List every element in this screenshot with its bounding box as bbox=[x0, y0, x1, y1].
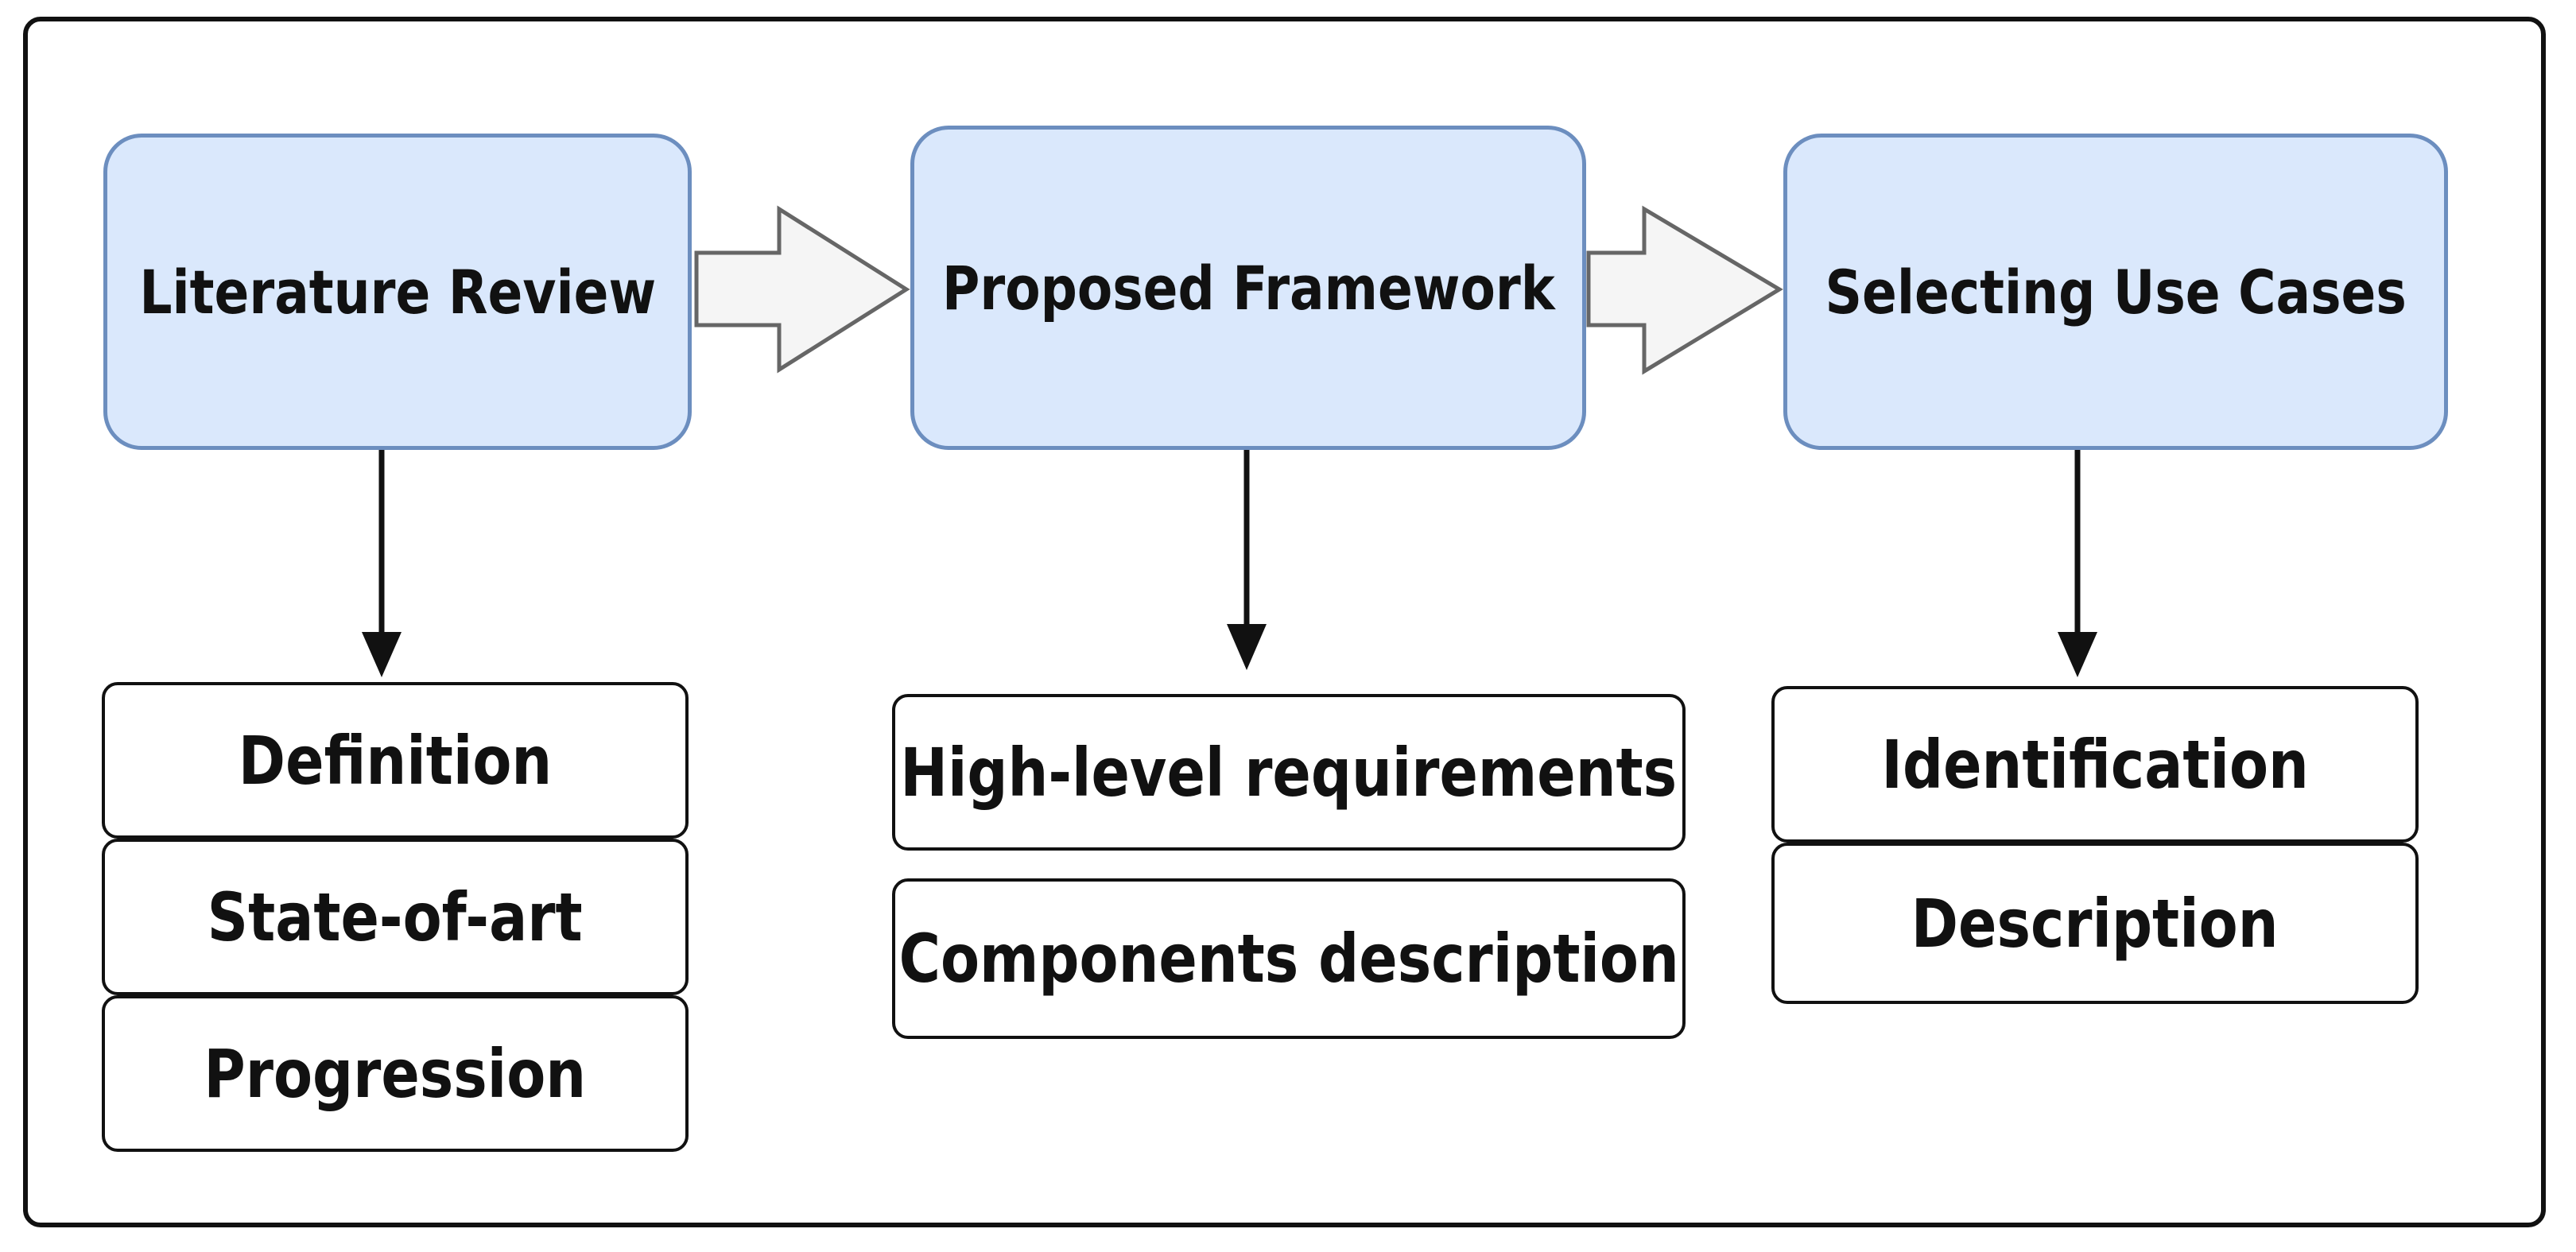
stage-selecting-use-cases-label: Selecting Use Cases bbox=[1825, 256, 2407, 328]
literature-item-definition-label: Definition bbox=[238, 721, 553, 800]
stage-literature-review-label: Literature Review bbox=[139, 256, 656, 328]
framework-item-components-description: Components description bbox=[892, 878, 1686, 1039]
literature-item-state-of-art-label: State-of-art bbox=[208, 878, 583, 956]
literature-item-progression: Progression bbox=[102, 995, 689, 1152]
framework-item-components-description-label: Components description bbox=[898, 920, 1679, 998]
stage-literature-review: Literature Review bbox=[103, 134, 692, 450]
framework-item-high-level-requirements-label: High-level requirements bbox=[900, 733, 1678, 812]
literature-item-progression-label: Progression bbox=[204, 1034, 587, 1113]
stage-proposed-framework-label: Proposed Framework bbox=[941, 252, 1555, 324]
use-cases-item-identification-label: Identification bbox=[1881, 725, 2309, 804]
framework-item-high-level-requirements: High-level requirements bbox=[892, 694, 1686, 851]
literature-item-definition: Definition bbox=[102, 682, 689, 839]
use-cases-item-description: Description bbox=[1771, 843, 2419, 1004]
literature-item-state-of-art: State-of-art bbox=[102, 839, 689, 995]
use-cases-item-identification: Identification bbox=[1771, 686, 2419, 843]
use-cases-item-description-label: Description bbox=[1911, 884, 2279, 963]
stage-selecting-use-cases: Selecting Use Cases bbox=[1783, 134, 2448, 450]
stage-proposed-framework: Proposed Framework bbox=[910, 126, 1586, 450]
